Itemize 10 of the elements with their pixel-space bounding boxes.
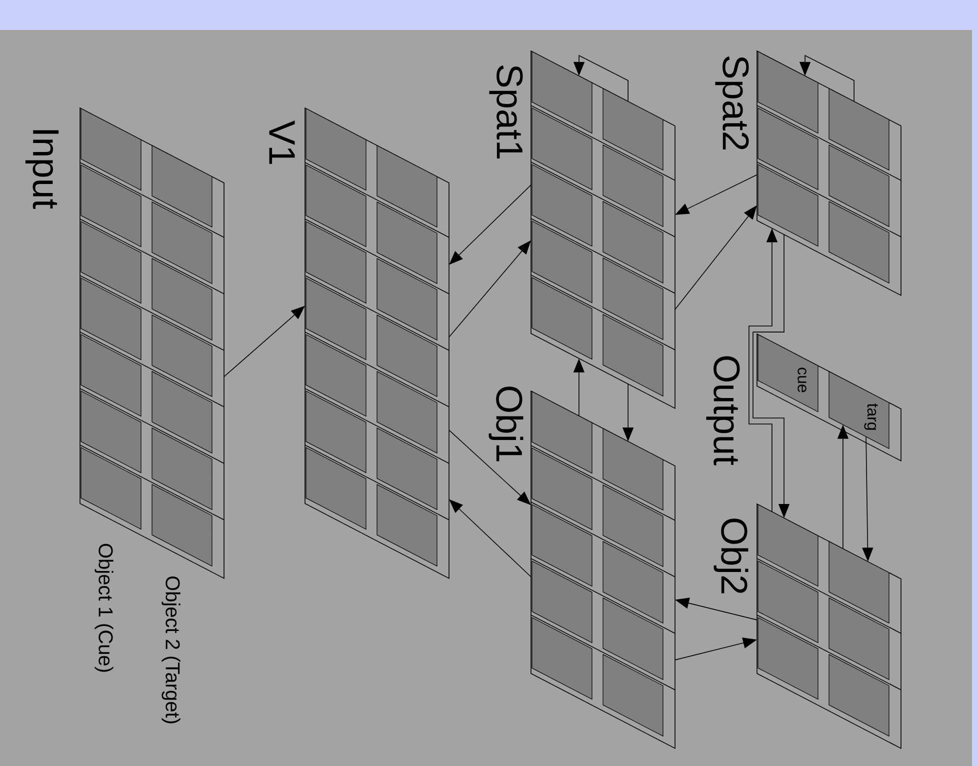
output-cell: cue [758, 334, 818, 412]
layer-title: Spat2 [715, 56, 749, 150]
column-label: Object 2 (Target) [162, 576, 180, 724]
column-label: Object 1 (Cue) [94, 544, 114, 672]
layer-title: Obj1 [488, 386, 524, 462]
layer-title: V1 [269, 120, 295, 164]
layer-title: Input [25, 130, 59, 209]
layer-title: Output [706, 356, 740, 466]
layer-title: Spat1 [489, 65, 523, 159]
layer-title: Obj2 [714, 518, 748, 594]
